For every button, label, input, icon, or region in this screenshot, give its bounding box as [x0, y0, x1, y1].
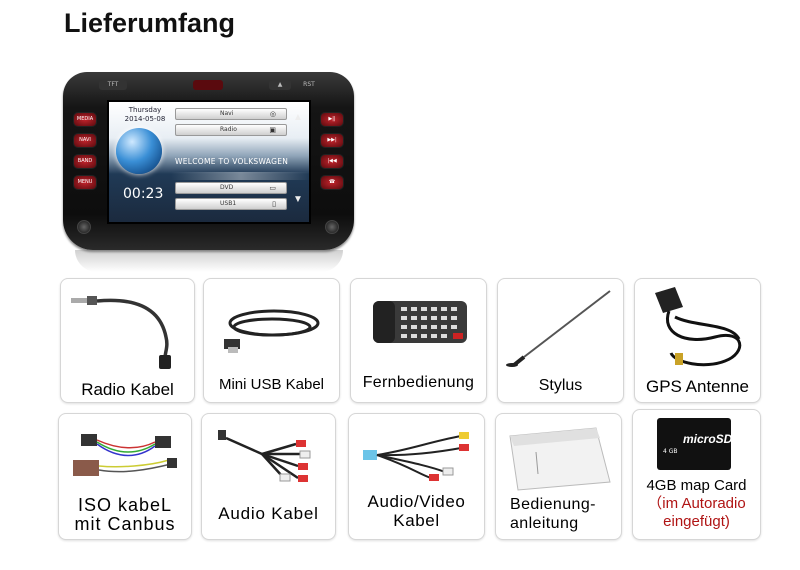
radio-icon: ▣ — [269, 126, 276, 134]
item-label-manual: Bedienung- anleitung — [510, 495, 621, 533]
screen-date-value: 2014-05-08 — [124, 115, 166, 123]
menu-dvd: DVD ▭ — [175, 182, 287, 194]
stylus-image — [506, 290, 611, 367]
audio-video-cable-image — [363, 432, 469, 481]
iso-cable-image — [73, 434, 177, 476]
play-pause-button: ▶|| — [320, 112, 344, 127]
item-label-map-card-line2: （im Autoradio — [647, 495, 746, 512]
menu-usb-label: USB1 — [220, 200, 237, 207]
item-label-radio-cable: Radio Kabel — [81, 380, 174, 399]
compass-icon: ◎ — [269, 110, 276, 118]
item-card-map-card: microSD 4 GB 4GB map Card （im Autoradio … — [632, 409, 761, 540]
screen-clock: 00:23 — [123, 186, 164, 202]
screen-date: Thursday 2014-05-08 — [121, 106, 169, 124]
car-radio-head-unit: TFT ▲ RST MEDIA NAVI BAND MENU ▶|| ▶▶| |… — [63, 72, 354, 250]
item-label-map-card-line3: eingefügt) — [663, 513, 730, 530]
tft-button: TFT — [99, 80, 127, 90]
navi-button: NAVI — [73, 133, 97, 148]
item-label-gps-antenna: GPS Antenne — [645, 377, 750, 396]
rst-label: RST — [303, 81, 315, 88]
item-label-av-cable-line1: Audio/Video — [367, 492, 466, 511]
audio-cable-image — [218, 430, 311, 482]
item-label-av-cable: Audio/Video Kabel — [349, 492, 484, 530]
volume-knob — [77, 220, 91, 234]
top-red-button — [193, 80, 223, 90]
item-card-manual: Bedienung- anleitung — [495, 413, 622, 540]
unit-reflection — [75, 250, 343, 272]
prev-button: |◀◀ — [320, 154, 344, 169]
welcome-text: WELCOME TO VOLKSWAGEN — [175, 157, 289, 166]
device-screen: Thursday 2014-05-08 00:23 Navi ◎ Radio ▣ W… — [107, 100, 311, 224]
band-button: BAND — [73, 154, 97, 169]
arrow-up-icon: ▲ — [293, 112, 303, 123]
item-label-audio-cable: Audio Kabel — [218, 504, 319, 523]
item-card-stylus: Stylus — [497, 278, 624, 403]
item-label-mini-usb-cable: Mini USB Kabel — [218, 376, 325, 393]
manual-booklet-image — [509, 427, 611, 491]
menu-radio: Radio ▣ — [175, 124, 287, 136]
remote-control-image — [373, 301, 467, 343]
item-label-manual-line2: anleitung — [510, 515, 579, 532]
item-label-map-card-line1: 4GB map Card — [646, 477, 747, 494]
item-label-iso-cable-line1: ISO kabeL — [77, 495, 173, 515]
globe-icon — [116, 128, 162, 174]
page-title: Lieferumfang — [64, 8, 236, 38]
eject-button: ▲ — [269, 80, 291, 90]
item-label-iso-cable: ISO kabeL mit Canbus — [59, 496, 191, 534]
mini-usb-cable-image — [224, 309, 320, 353]
item-card-radio-cable: Radio Kabel — [60, 278, 195, 403]
menu-navi: Navi ◎ — [175, 108, 287, 120]
microsd-size: 4 GB — [663, 448, 678, 455]
phone-button: ☎ — [320, 175, 344, 190]
item-card-iso-cable: ISO kabeL mit Canbus — [58, 413, 192, 540]
gps-antenna-image — [655, 287, 742, 367]
menu-button: MENU — [73, 175, 97, 190]
item-label-av-cable-line2: Kabel — [393, 511, 440, 530]
arrow-down-icon: ▼ — [293, 194, 303, 205]
item-label-stylus: Stylus — [538, 377, 583, 394]
item-card-gps-antenna: GPS Antenne — [634, 278, 761, 403]
item-card-remote: Fernbedienung — [350, 278, 487, 403]
item-card-av-cable: Audio/Video Kabel — [348, 413, 485, 540]
item-label-manual-line1: Bedienung- — [510, 496, 596, 513]
top-button-row: TFT ▲ RST — [93, 80, 323, 90]
next-button: ▶▶| — [320, 133, 344, 148]
menu-usb: USB1 ▯ — [175, 198, 287, 210]
item-label-remote: Fernbedienung — [362, 374, 475, 391]
microsd-logo: microSD — [683, 432, 733, 446]
light-band — [171, 172, 309, 180]
item-label-iso-cable-line2: mit Canbus — [74, 514, 176, 534]
menu-navi-label: Navi — [220, 110, 234, 117]
item-card-mini-usb-cable: Mini USB Kabel — [203, 278, 340, 403]
item-label-map-card: 4GB map Card （im Autoradio eingefügt) — [633, 477, 760, 531]
radio-cable-image — [71, 296, 171, 369]
item-card-audio-cable: Audio Kabel — [201, 413, 336, 540]
media-button: MEDIA — [73, 112, 97, 127]
screen-day: Thursday — [128, 106, 162, 114]
disc-icon: ▭ — [269, 184, 276, 192]
menu-radio-label: Radio — [220, 126, 237, 133]
tune-knob — [325, 220, 339, 234]
menu-dvd-label: DVD — [220, 184, 234, 191]
microsd-card-image: microSD 4 GB — [657, 418, 733, 470]
usb-icon: ▯ — [272, 200, 276, 208]
